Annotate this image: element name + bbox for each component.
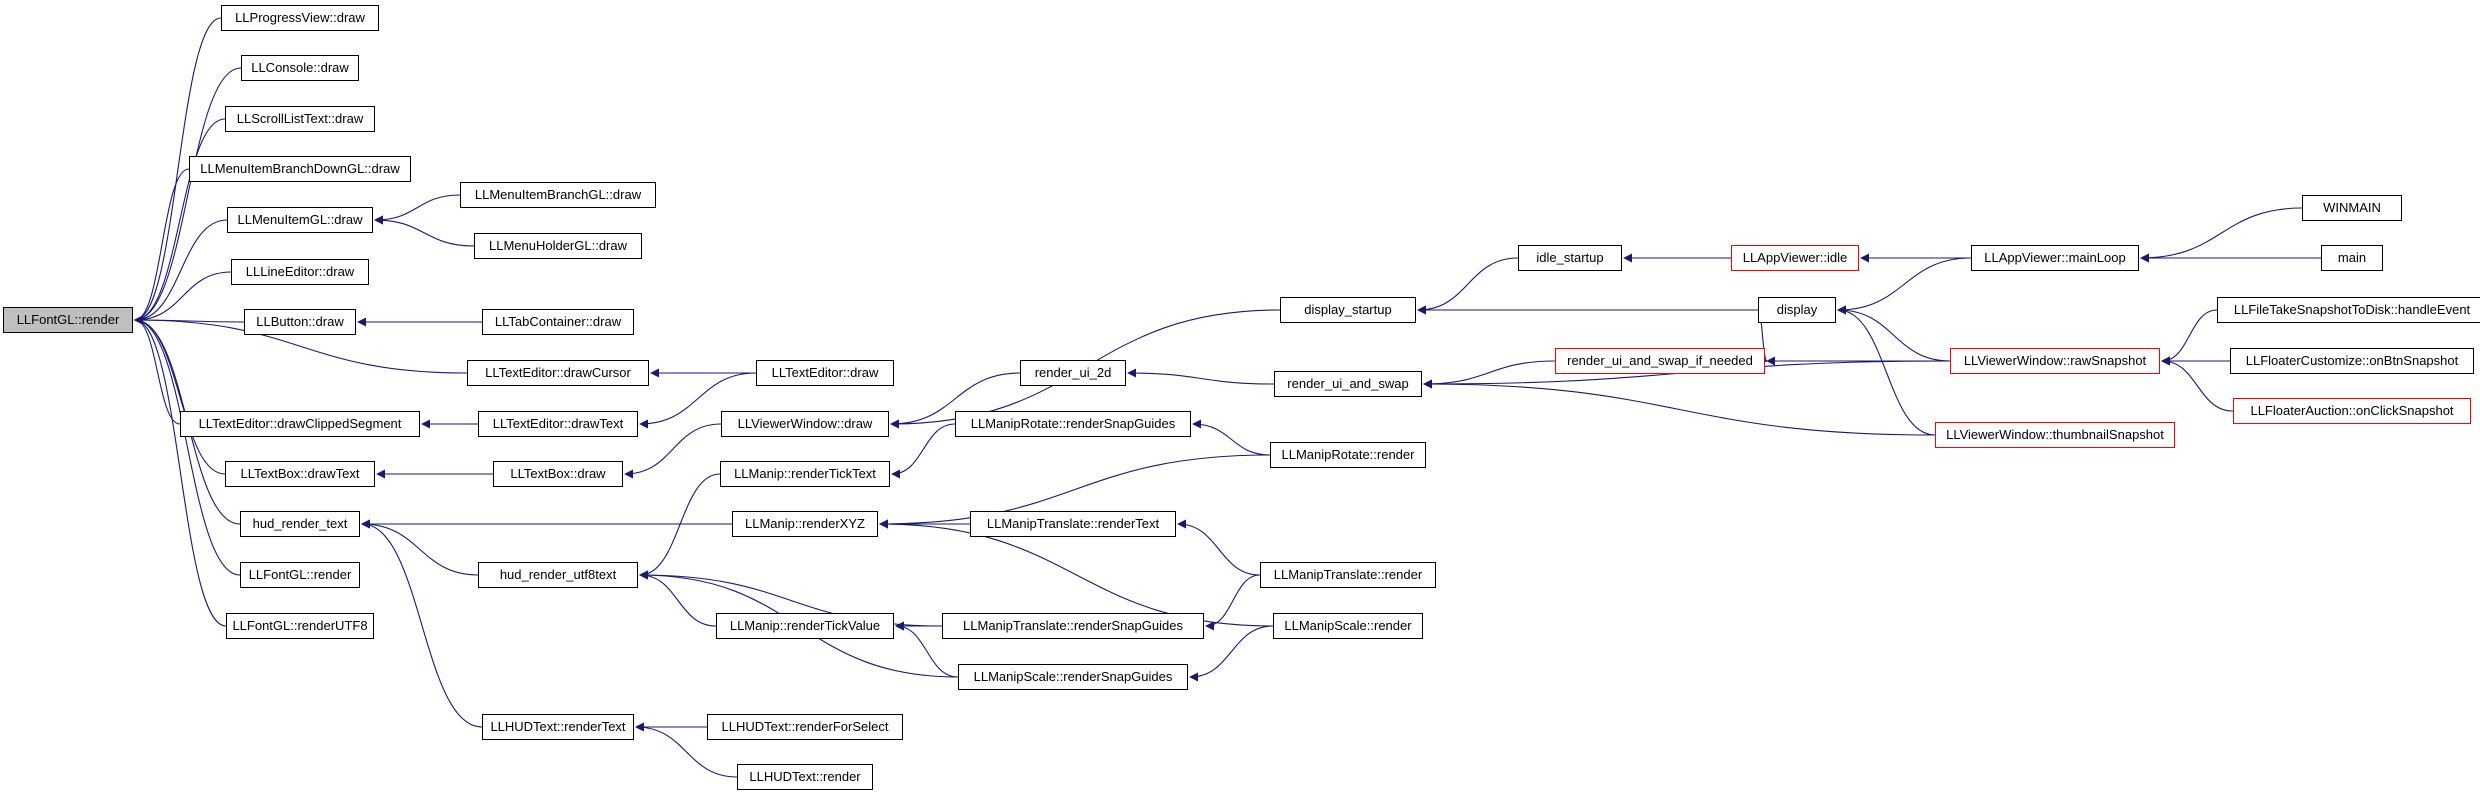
graph-node-clipped[interactable]: LLTextEditor::drawClippedSegment	[180, 411, 420, 437]
graph-node-holdergl[interactable]: LLMenuHolderGL::draw	[474, 233, 642, 259]
graph-node-renderutf8[interactable]: LLFontGL::renderUTF8	[226, 613, 374, 639]
graph-node-render-ui-2d[interactable]: render_ui_2d	[1020, 360, 1126, 386]
edge-mainloop-to-display	[1837, 257, 1972, 315]
graph-node-branchdown[interactable]: LLMenuItemBranchDownGL::draw	[189, 156, 411, 182]
graph-node-hudtext-render[interactable]: LLHUDText::renderText	[482, 714, 634, 740]
edge-render-ui-and-swap-to-render-ui-2d	[1127, 368, 1275, 385]
graph-node-winmain[interactable]: WINMAIN	[2302, 195, 2402, 221]
graph-node-display-startup[interactable]: display_startup	[1280, 297, 1416, 323]
graph-node-fontgl-render: LLFontGL::render	[3, 307, 133, 333]
graph-node-render-ui-and-swap[interactable]: render_ui_and_swap	[1274, 371, 1422, 397]
edge-lineeditor-to-fontgl-render	[134, 271, 232, 325]
graph-node-fontgl-render2[interactable]: LLFontGL::render	[240, 562, 360, 588]
graph-node-scale-snap[interactable]: LLManipScale::renderSnapGuides	[958, 664, 1188, 690]
graph-node-lineeditor[interactable]: LLLineEditor::draw	[231, 259, 369, 285]
graph-node-translate-text[interactable]: LLManipTranslate::renderText	[970, 511, 1176, 537]
edge-rawsnapshot-to-display	[1837, 305, 1951, 362]
edge-ticktvalue-to-hud-utf8	[639, 570, 717, 627]
edge-idle-startup-to-display-startup	[1417, 257, 1519, 315]
graph-node-rotate-render[interactable]: LLManipRotate::render	[1270, 442, 1426, 468]
edge-rotate-render-to-renderxyz	[879, 454, 1271, 529]
graph-node-tabcontainer[interactable]: LLTabContainer::draw	[482, 309, 634, 335]
graph-node-render-if-needed[interactable]: render_ui_and_swap_if_needed	[1555, 348, 1765, 374]
graph-node-idle-startup[interactable]: idle_startup	[1518, 245, 1622, 271]
edge-renderutf8-to-fontgl-render	[134, 315, 227, 627]
edge-translate-render-to-translate-snap	[1205, 574, 1261, 631]
graph-node-viewerwindow-draw[interactable]: LLViewerWindow::draw	[721, 411, 889, 437]
graph-node-forselect[interactable]: LLHUDText::renderForSelect	[707, 714, 903, 740]
edge-render-ui-2d-to-viewerwindow-draw	[890, 372, 1021, 429]
graph-node-renderxyz[interactable]: LLManip::renderXYZ	[732, 511, 878, 537]
edge-hud-utf8-to-hud-render-text	[361, 519, 479, 576]
edge-drawcursor-to-fontgl-render	[134, 315, 468, 374]
graph-node-texteditor[interactable]: LLTextEditor::draw	[756, 360, 894, 386]
edge-holdergl-to-menuitem	[374, 215, 475, 247]
graph-node-rendertickText[interactable]: LLManip::renderTickText	[720, 461, 890, 487]
edge-rotate-render-to-rotate-snap	[1192, 419, 1271, 456]
graph-node-rawsnapshot[interactable]: LLViewerWindow::rawSnapshot	[1950, 348, 2160, 374]
graph-node-mainloop[interactable]: LLAppViewer::mainLoop	[1971, 245, 2139, 271]
graph-node-translate-snap[interactable]: LLManipTranslate::renderSnapGuides	[942, 613, 1204, 639]
edge-thumbnail-to-display	[1837, 305, 1936, 436]
edge-scrolllist-to-fontgl-render	[134, 118, 226, 325]
edge-rotate-snap-to-rendertickText	[891, 423, 956, 479]
edge-rendertickText-to-hud-utf8	[639, 473, 721, 580]
graph-node-auction[interactable]: LLFloaterAuction::onClickSnapshot	[2233, 398, 2471, 424]
edge-console-to-fontgl-render	[134, 67, 242, 325]
graph-node-scale-render[interactable]: LLManipScale::render	[1273, 613, 1423, 639]
edge-menuitem-to-fontgl-render	[134, 219, 228, 325]
edge-translate-render-to-translate-text	[1177, 519, 1261, 576]
edge-scale-snap-to-ticktvalue	[895, 621, 959, 678]
edge-branchgl-to-menuitem	[374, 194, 461, 225]
graph-node-filetake[interactable]: LLFileTakeSnapshotToDisk::handleEvent	[2217, 297, 2480, 323]
graph-node-customize[interactable]: LLFloaterCustomize::onBtnSnapshot	[2230, 348, 2474, 374]
edge-render-if-needed-to-render-ui-and-swap	[1423, 360, 1556, 389]
edge-winmain-to-mainloop	[2140, 207, 2303, 263]
graph-node-thumbnail[interactable]: LLViewerWindow::thumbnailSnapshot	[1935, 422, 2175, 448]
edge-scale-render-to-scale-snap	[1189, 625, 1274, 682]
graph-node-drawtext[interactable]: LLTextEditor::drawText	[478, 411, 638, 437]
edge-texteditor-to-drawtext	[639, 372, 757, 429]
edge-branchdown-to-fontgl-render	[134, 168, 190, 325]
graph-node-main[interactable]: main	[2321, 245, 2383, 271]
graph-node-textbox-draw[interactable]: LLTextBox::draw	[493, 461, 623, 487]
graph-node-translate-render[interactable]: LLManipTranslate::render	[1260, 562, 1436, 588]
graph-node-branchgl[interactable]: LLMenuItemBranchGL::draw	[460, 182, 656, 208]
graph-node-progress[interactable]: LLProgressView::draw	[221, 5, 379, 31]
graph-node-rotate-snap[interactable]: LLManipRotate::renderSnapGuides	[955, 411, 1191, 437]
graph-node-textbox-drawtext[interactable]: LLTextBox::drawText	[225, 461, 375, 487]
edge-fontgl-render2-to-fontgl-render	[134, 315, 241, 576]
graph-node-console[interactable]: LLConsole::draw	[241, 55, 359, 81]
graph-node-hud-render-text[interactable]: hud_render_text	[240, 511, 360, 537]
graph-node-display[interactable]: display	[1758, 297, 1836, 323]
edge-auction-to-rawsnapshot	[2161, 356, 2234, 412]
graph-node-hudtext-r[interactable]: LLHUDText::render	[737, 764, 873, 790]
graph-node-drawcursor[interactable]: LLTextEditor::drawCursor	[467, 360, 649, 386]
edge-hudtext-render-to-hud-render-text	[361, 519, 483, 728]
edge-progress-to-fontgl-render	[134, 17, 222, 325]
graph-node-scrolllist[interactable]: LLScrollListText::draw	[225, 106, 375, 132]
edge-viewerwindow-draw-to-textbox-draw	[624, 423, 722, 479]
edge-hudtext-r-to-hudtext-render	[635, 722, 738, 778]
graph-node-button[interactable]: LLButton::draw	[244, 309, 356, 335]
graph-node-menuitem[interactable]: LLMenuItemGL::draw	[227, 207, 373, 233]
graph-node-hud-utf8[interactable]: hud_render_utf8text	[478, 562, 638, 588]
graph-node-appviewer-idle[interactable]: LLAppViewer::idle	[1731, 245, 1859, 271]
graph-node-ticktvalue[interactable]: LLManip::renderTickValue	[716, 613, 894, 639]
edge-thumbnail-to-render-ui-and-swap	[1423, 379, 1936, 436]
